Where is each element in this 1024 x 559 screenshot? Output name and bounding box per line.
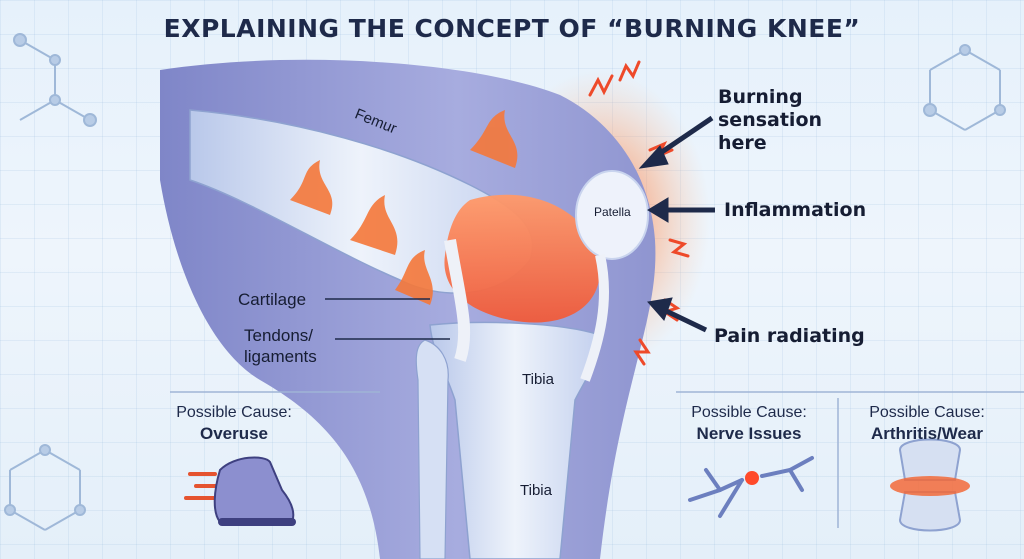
arthritic-joint-icon — [890, 438, 970, 532]
cause-overuse: Possible Cause: Overuse — [174, 404, 294, 444]
running-shoe-icon — [184, 456, 296, 526]
molecule-decoration-right — [923, 44, 1006, 131]
cartilage-label: Cartilage — [238, 290, 307, 309]
leader-lines — [325, 298, 450, 340]
callout-burning: Burning sensation here — [718, 86, 873, 155]
cause-arthritis: Possible Cause: Arthritis/Wear — [852, 404, 1002, 444]
cause-arthritis-name: Arthritis/Wear — [870, 424, 984, 443]
fibula-bone — [415, 339, 449, 559]
inflamed-condyle — [444, 194, 600, 323]
callout-pain: Pain radiating — [714, 325, 865, 347]
cause-arthritis-heading: Possible Cause: — [869, 404, 985, 421]
panel-dividers — [170, 391, 1024, 528]
cause-overuse-heading: Possible Cause: — [176, 404, 292, 421]
flame-decoration — [290, 110, 518, 305]
cause-nerve-heading: Possible Cause: — [691, 404, 807, 421]
callout-burning-text: Burning sensation here — [718, 86, 823, 154]
tendons-label-line1: Tendons/ — [244, 326, 313, 345]
cause-overuse-name: Overuse — [199, 424, 269, 443]
patella-label: Patella — [594, 205, 631, 219]
cause-nerve-issues: Possible Cause: Nerve Issues — [684, 404, 814, 444]
callout-inflammation: Inflammation — [724, 199, 867, 221]
patella-bone — [575, 170, 649, 260]
tendons-label-line2: ligaments — [244, 347, 317, 366]
page-title: EXPLAINING THE CONCEPT OF “BURNING KNEE” — [163, 14, 861, 43]
nerve-icon — [688, 456, 814, 518]
tendons-label: Tendons/ ligaments — [244, 325, 317, 367]
callout-arrows — [638, 115, 715, 333]
patellar-tendon — [580, 253, 609, 382]
tibia-label-lower: Tibia — [520, 482, 552, 499]
cause-nerve-name: Nerve Issues — [696, 424, 802, 443]
molecule-decoration-left — [4, 33, 97, 531]
tendon-band — [444, 239, 471, 362]
tibia-label-upper: Tibia — [522, 371, 554, 388]
